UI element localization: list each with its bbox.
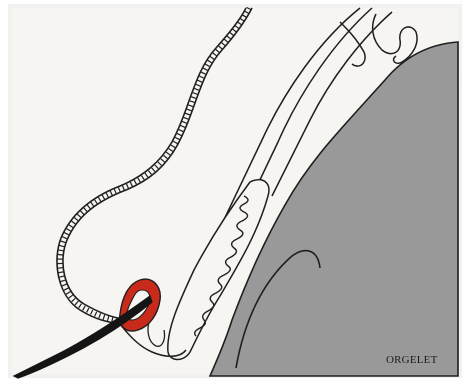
figure-caption: ORGELET bbox=[386, 354, 438, 366]
